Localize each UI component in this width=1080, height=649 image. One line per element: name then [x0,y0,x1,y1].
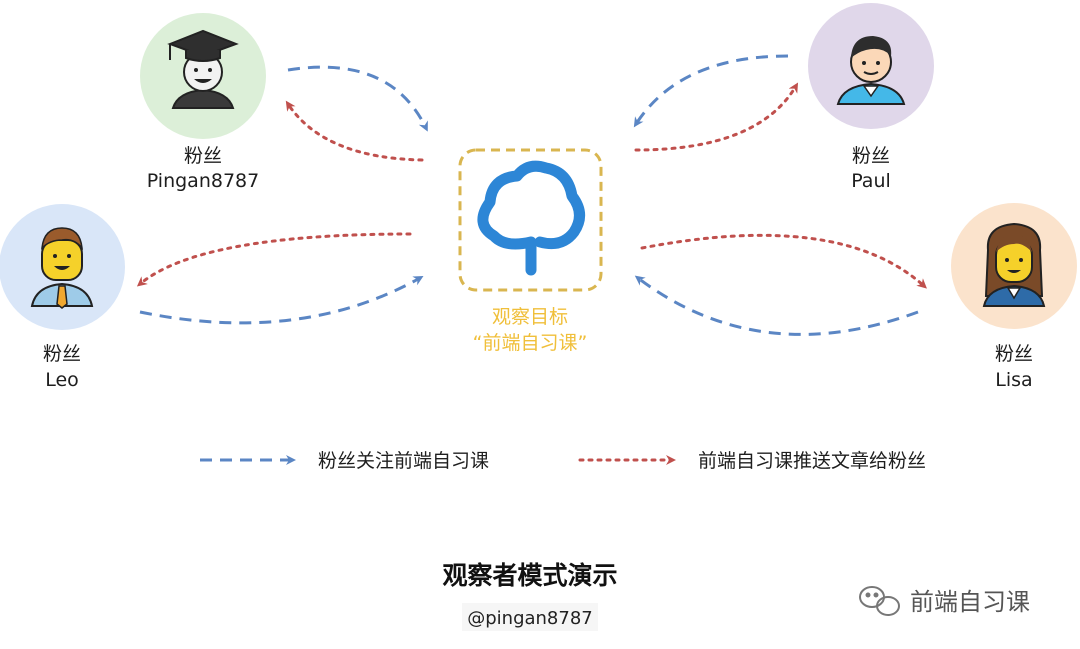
wechat-icon [859,586,900,616]
push-arrows [136,82,927,289]
graduate-avatar-icon [167,29,239,109]
fan-pingan: 粉丝 Pingan8787 [140,13,266,192]
follow-arrow-paul [633,54,789,128]
fan-leo: 粉丝 Leo [0,204,125,391]
author-handle: @pingan8787 [467,608,593,629]
watermark-text: 前端自习课 [910,588,1030,616]
woman-avatar-icon [982,222,1046,307]
follow-arrows [139,54,919,336]
observed-target: 观察目标 “前端自习课” [458,148,603,354]
handle-bg [462,603,598,631]
businessman-avatar-icon [30,227,94,309]
push-arrow-paul [634,82,799,152]
follow-arrow-leo [139,276,424,325]
target-label-line2: “前端自习课” [473,332,588,354]
fan-name-leo: Leo [45,369,79,391]
legend-push-text: 前端自习课推送文章给粉丝 [698,450,926,472]
fan-lisa: 粉丝 Lisa [951,203,1077,391]
push-arrow-leo [136,232,412,287]
fan-role-paul: 粉丝 [852,145,890,167]
follow-arrow-lisa [634,275,919,336]
fan-paul: 粉丝 Paul [808,3,934,192]
target-dashed-frame [458,148,603,292]
fan-role-leo: 粉丝 [43,343,81,365]
fan-name-pingan: Pingan8787 [147,170,259,192]
fan-name-paul: Paul [851,170,891,192]
follow-arrow-pingan [287,65,428,132]
target-label-line1: 观察目标 [492,306,568,328]
legend-follow-text: 粉丝关注前端自习课 [318,450,489,472]
watermark: 前端自习课 [859,586,1030,616]
push-arrow-pingan [285,100,424,162]
cloud-tree-logo-icon [477,160,585,276]
diagram-title: 观察者模式演示 [442,561,617,590]
fan-role-pingan: 粉丝 [184,145,222,167]
legend: 粉丝关注前端自习课 前端自习课推送文章给粉丝 [200,450,926,472]
fan-role-lisa: 粉丝 [995,343,1033,365]
fan-name-lisa: Lisa [995,369,1032,391]
man-avatar-icon [836,36,906,105]
push-arrow-lisa [640,233,927,289]
